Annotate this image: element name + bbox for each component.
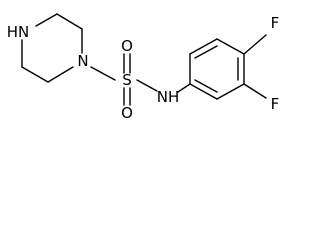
atom-fluorine-4: F <box>271 14 280 32</box>
atom-labels: HN N S O O NH F F <box>7 14 280 122</box>
piperazine-ring <box>21 13 83 83</box>
bond-c5-f <box>243 83 267 99</box>
bond-c5-c6 <box>21 66 49 83</box>
bond-n1-s <box>90 66 116 81</box>
bond-c6-n1 <box>47 66 74 83</box>
bond-double-c2-c3 <box>194 45 218 59</box>
atom-n-piperazine: N <box>77 52 88 70</box>
bond-nh-c1 <box>177 83 191 93</box>
bond-c2-c3 <box>56 13 83 30</box>
bond-c3-c4 <box>216 38 245 55</box>
atom-oxygen-bottom: O <box>121 104 133 122</box>
bond-c4-f <box>243 34 267 55</box>
sulfonyl-group <box>90 53 158 106</box>
atom-nh-piperazine: HN <box>7 23 30 41</box>
bond-c3-n4 <box>35 13 58 27</box>
bond-double-c6-c1 <box>194 79 218 93</box>
bond-c5-c6 <box>216 83 245 100</box>
atom-oxygen-top: O <box>121 37 133 55</box>
bond-c2-c3 <box>189 38 218 55</box>
atom-nh-amide: NH <box>157 88 180 106</box>
bond-s-nh <box>136 79 158 92</box>
bond-c6-c1 <box>189 83 218 100</box>
difluorophenyl-ring <box>177 34 267 100</box>
molecule-structure: HN N S O O NH F F <box>7 13 280 122</box>
atom-sulfur: S <box>122 71 132 89</box>
atom-fluorine-3: F <box>271 95 280 113</box>
